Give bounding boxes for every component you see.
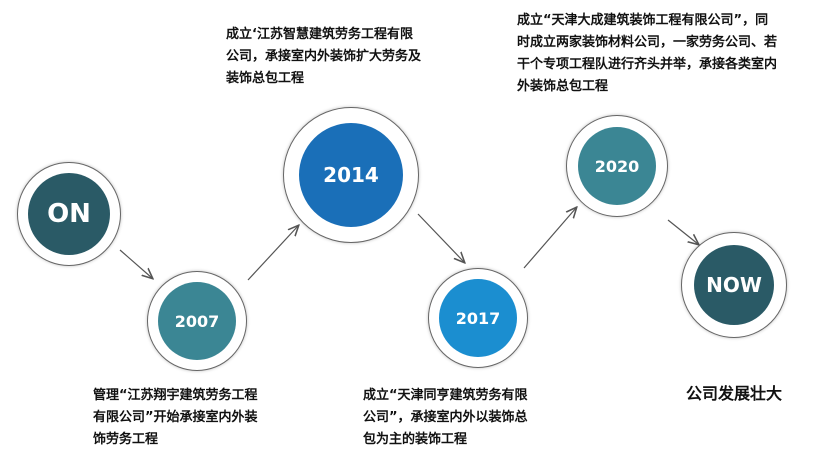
node-now-label: NOW [706,273,762,297]
timeline-node-now: NOW [681,232,787,338]
node-on-label: ON [47,199,91,229]
description-line: 干个专项工程队进行齐头并举，承接各类室内 [517,57,778,72]
timeline-node-2007: 2007 [147,271,247,371]
description-2007: 管理“江苏翔宇建筑劳务工程 有限公司”开始承接室内外装 饰劳务工程 [93,385,323,451]
description-line: 成立“天津同亨建筑劳务有限 [363,388,528,403]
arrow-2014-2017 [417,213,464,262]
timeline-node-on: ON [17,162,121,266]
description-line: 公司”，承接室内外以装饰总 [363,410,528,425]
node-2020-label: 2020 [594,156,640,176]
description-2017: 成立“天津同亨建筑劳务有限 公司”，承接室内外以装饰总 包为主的装饰工程 [363,385,583,451]
arrow-2020-now [667,219,698,244]
node-on-circle: ON [28,173,110,255]
description-line: 成立“天津大成建筑装饰工程有限公司”，同 [517,13,769,28]
description-line: 饰劳务工程 [93,432,159,447]
end-caption: 公司发展壮大 [686,384,783,403]
description-line: 成立‘江苏智慧建筑劳务工程有限 [226,27,413,42]
description-line: 有限公司”开始承接室内外装 [93,410,258,425]
arrow-2017-2020 [523,208,576,269]
node-now-circle: NOW [694,245,774,325]
node-2017-label: 2017 [455,308,501,328]
timeline-node-2014: 2014 [283,107,419,243]
description-2014: 成立‘江苏智慧建筑劳务工程有限 公司，承接室内外装饰扩大劳务及 装饰总包工程 [226,24,466,90]
node-2007-label: 2007 [174,311,220,331]
description-line: 时成立两家装饰材料公司，一家劳务公司、若 [517,35,778,50]
arrow-2007-2014 [247,226,298,281]
node-2020-circle: 2020 [578,127,656,205]
arrow-on-2007 [119,249,152,278]
description-line: 公司，承接室内外装饰扩大劳务及 [226,49,422,64]
node-2014-circle: 2014 [299,123,403,227]
timeline-node-2017: 2017 [428,268,528,368]
description-line: 装饰总包工程 [226,71,305,86]
timeline-node-2020: 2020 [566,115,668,217]
description-line: 包为主的装饰工程 [363,432,468,447]
description-2020: 成立“天津大成建筑装饰工程有限公司”，同 时成立两家装饰材料公司，一家劳务公司、… [517,10,817,98]
description-line: 外装饰总包工程 [517,79,609,94]
description-line: 管理“江苏翔宇建筑劳务工程 [93,388,258,403]
node-2007-circle: 2007 [158,282,236,360]
node-2014-label: 2014 [323,163,379,187]
node-2017-circle: 2017 [439,279,517,357]
